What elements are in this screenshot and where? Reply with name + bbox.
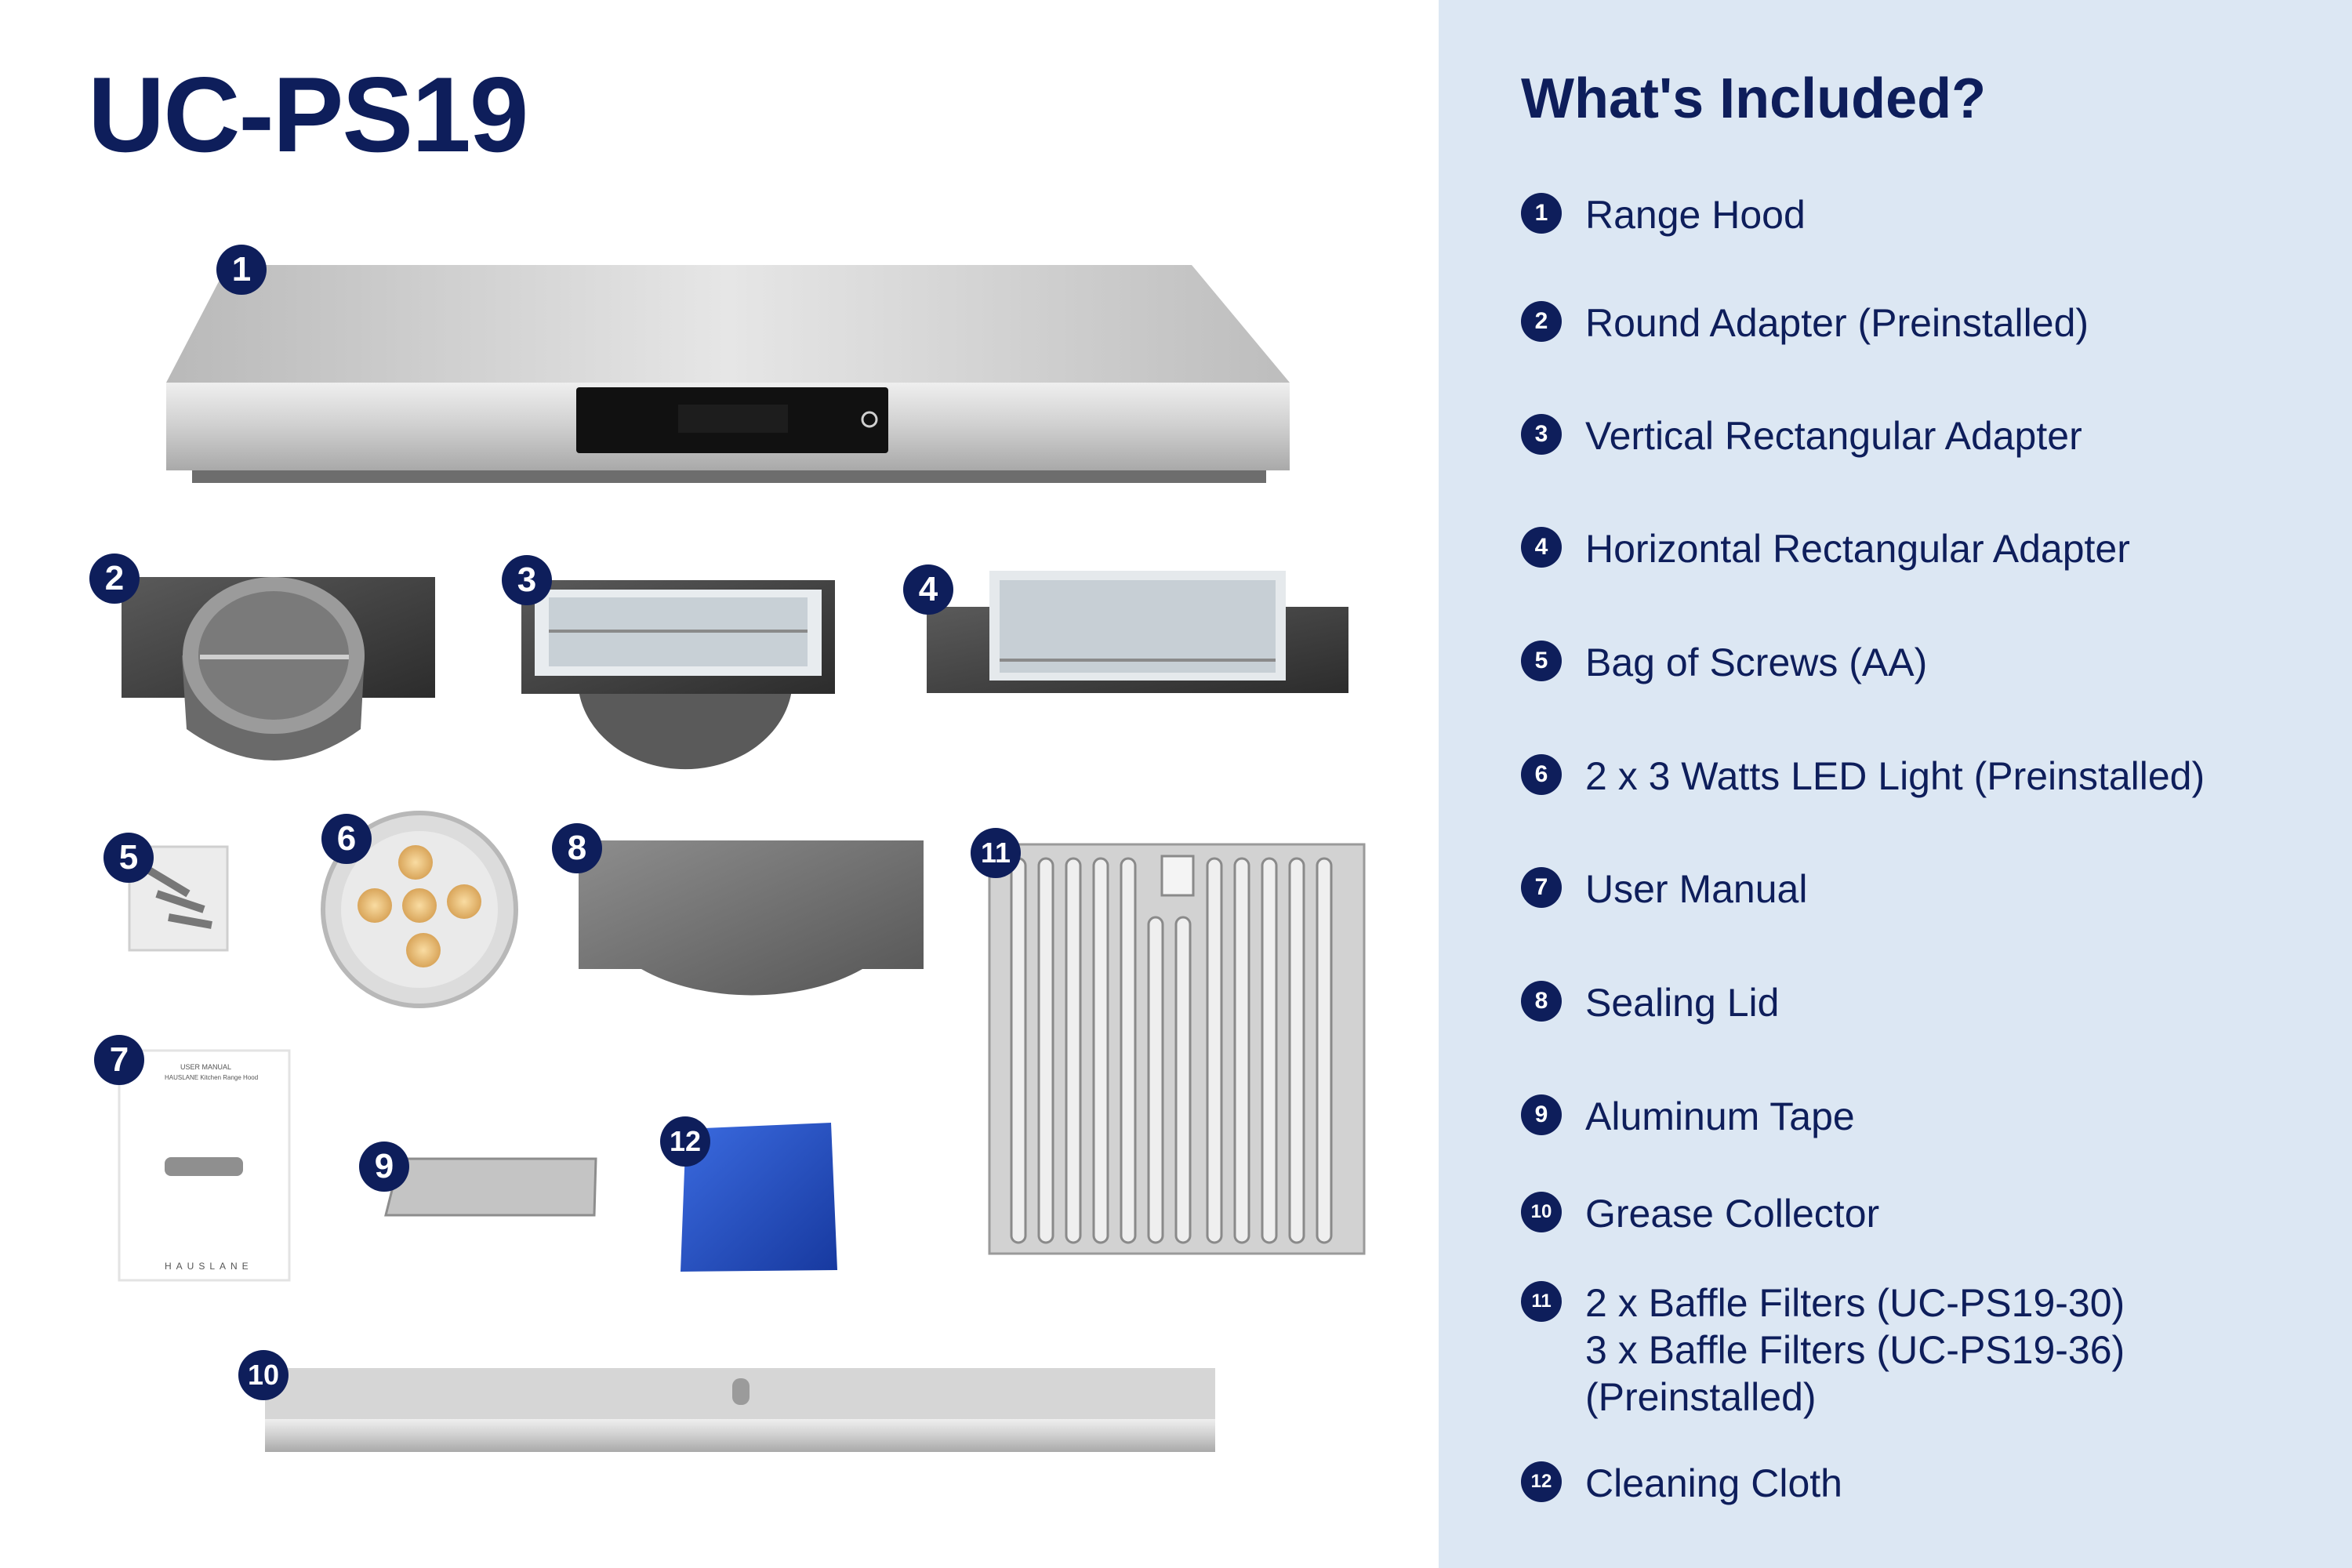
- user-manual-image: [118, 1049, 291, 1282]
- manual-brand: HAUSLANE: [165, 1261, 253, 1272]
- item-label: 2 x 3 Watts LED Light (Preinstalled): [1585, 754, 2205, 798]
- item-number: 5: [1521, 641, 1562, 681]
- item-label: Bag of Screws (AA): [1585, 641, 1928, 684]
- badge-6: 6: [321, 814, 372, 864]
- badge-12: 12: [660, 1116, 710, 1167]
- manual-subtitle: HAUSLANE Kitchen Range Hood: [165, 1074, 259, 1081]
- round-adapter-image: [122, 577, 435, 760]
- item-label: Cleaning Cloth: [1585, 1461, 1842, 1505]
- badge-7: 7: [94, 1035, 144, 1085]
- item-label: Round Adapter (Preinstalled): [1585, 301, 2089, 345]
- list-item: 9 Aluminum Tape: [1521, 1093, 1855, 1140]
- list-item: 1 Range Hood: [1521, 191, 1806, 238]
- item-label: 2 x Baffle Filters (UC-PS19-30) 3 x Baff…: [1585, 1281, 2125, 1419]
- badge-2: 2: [89, 554, 140, 604]
- manual-title: USER MANUAL: [180, 1063, 232, 1071]
- product-illustrations: [118, 265, 1366, 1452]
- list-item: 5 Bag of Screws (AA): [1521, 639, 1927, 686]
- item-number: 4: [1521, 527, 1562, 568]
- badge-3: 3: [502, 555, 552, 605]
- item-number: 10: [1521, 1192, 1562, 1232]
- list-item: 11 2 x Baffle Filters (UC-PS19-30) 3 x B…: [1521, 1279, 2125, 1421]
- item-label: Vertical Rectangular Adapter: [1585, 414, 2082, 458]
- sealing-lid-image: [579, 840, 924, 996]
- badge-8: 8: [552, 823, 602, 873]
- badge-1: 1: [216, 245, 267, 295]
- badge-10: 10: [238, 1350, 289, 1400]
- item-number: 2: [1521, 301, 1562, 342]
- item-number: 3: [1521, 414, 1562, 455]
- item-number: 8: [1521, 981, 1562, 1022]
- list-item: 4 Horizontal Rectangular Adapter: [1521, 525, 2130, 572]
- item-label: Aluminum Tape: [1585, 1094, 1855, 1138]
- model-title: UC-PS19: [88, 55, 528, 174]
- horizontal-adapter-image: [927, 571, 1348, 693]
- list-item: 2 Round Adapter (Preinstalled): [1521, 299, 2089, 347]
- list-item: 7 User Manual: [1521, 866, 1807, 913]
- range-hood-image: [166, 265, 1290, 483]
- item-number: 6: [1521, 754, 1562, 795]
- vertical-adapter-image: [521, 580, 835, 770]
- item-label: Sealing Lid: [1585, 981, 1780, 1025]
- item-label: Grease Collector: [1585, 1192, 1880, 1236]
- panel-title: What's Included?: [1521, 67, 1987, 130]
- led-light-image: [321, 811, 518, 1008]
- item-number: 7: [1521, 867, 1562, 908]
- screw-bag-image: [128, 845, 229, 952]
- list-item: 8 Sealing Lid: [1521, 979, 1779, 1026]
- item-label: Range Hood: [1585, 193, 1806, 237]
- item-number: 1: [1521, 193, 1562, 234]
- list-item: 10 Grease Collector: [1521, 1190, 1879, 1237]
- list-item: 3 Vertical Rectangular Adapter: [1521, 412, 2082, 459]
- item-number: 11: [1521, 1281, 1562, 1322]
- list-item: 6 2 x 3 Watts LED Light (Preinstalled): [1521, 753, 2205, 800]
- item-label: User Manual: [1585, 867, 1808, 911]
- badge-4: 4: [903, 564, 953, 615]
- item-number: 12: [1521, 1461, 1562, 1502]
- aluminum-tape-image: [384, 1157, 597, 1217]
- cleaning-cloth-image: [681, 1123, 837, 1272]
- item-label: Horizontal Rectangular Adapter: [1585, 527, 2130, 571]
- badge-11: 11: [971, 828, 1021, 878]
- badge-5: 5: [103, 833, 154, 883]
- baffle-filter-image: [988, 843, 1366, 1255]
- included-panel: [1439, 0, 2352, 1568]
- badge-9: 9: [359, 1142, 409, 1192]
- item-number: 9: [1521, 1094, 1562, 1135]
- list-item: 12 Cleaning Cloth: [1521, 1460, 1842, 1507]
- grease-collector-image: [265, 1368, 1215, 1452]
